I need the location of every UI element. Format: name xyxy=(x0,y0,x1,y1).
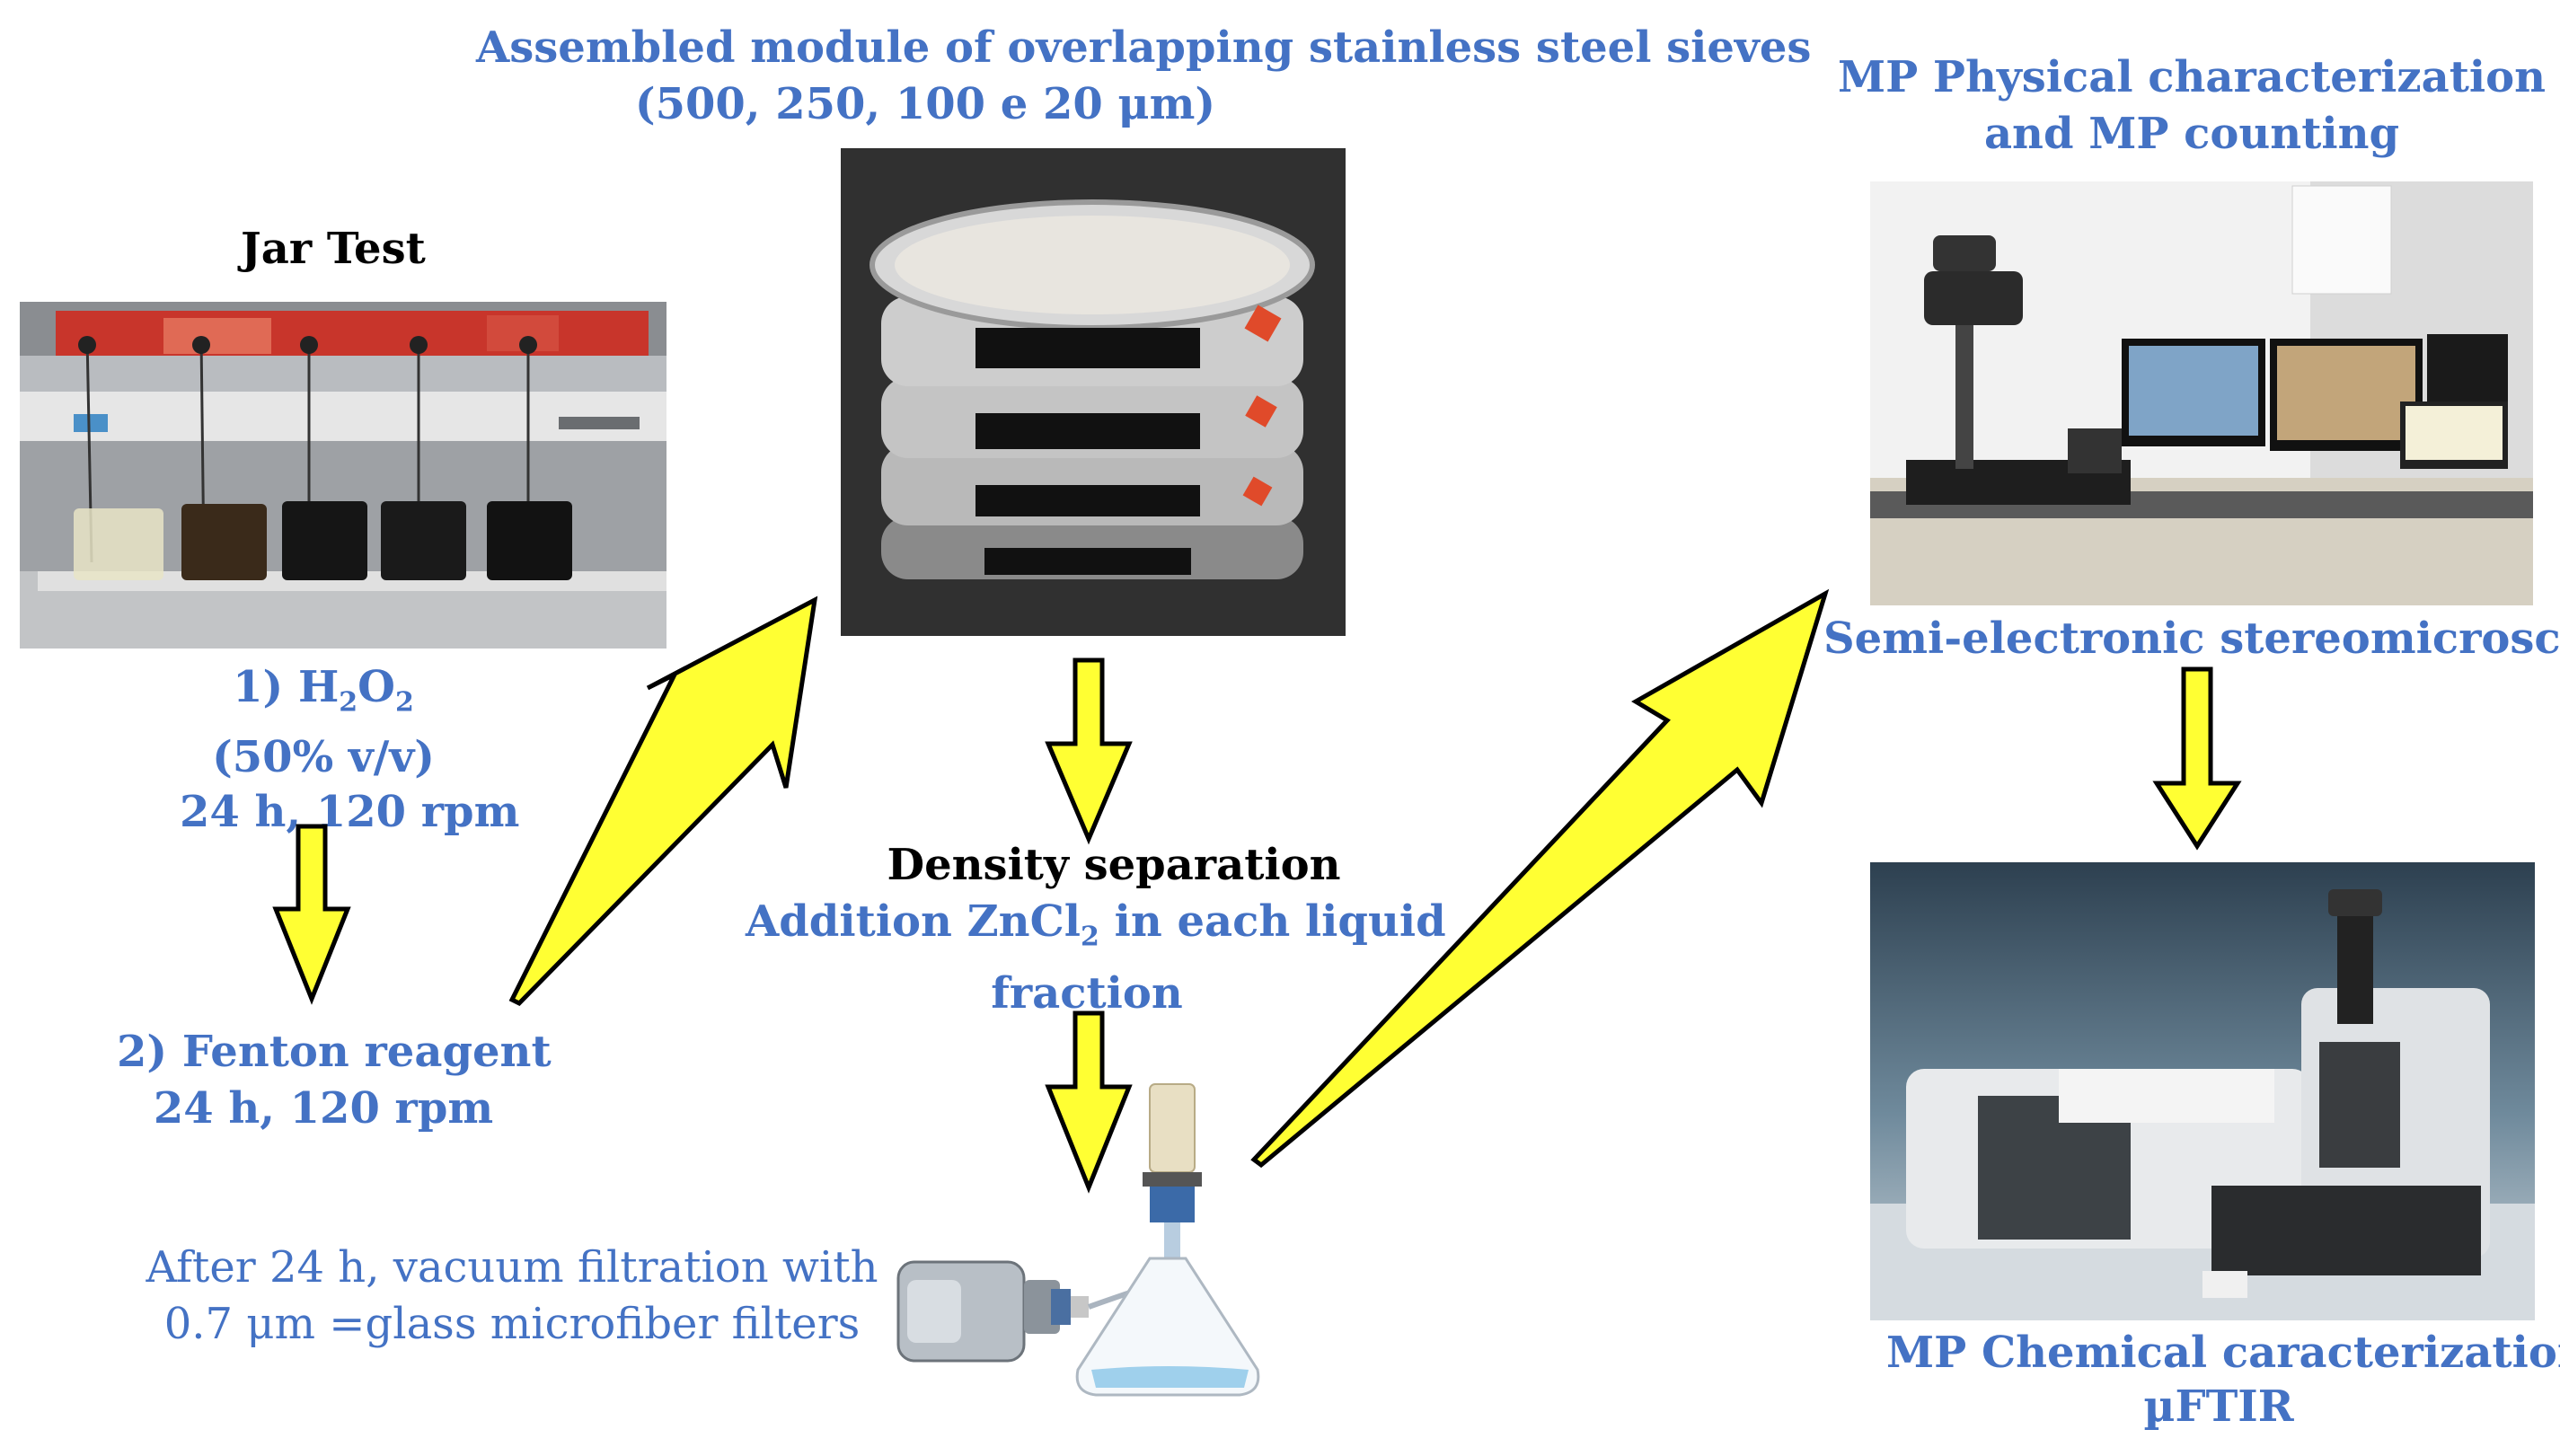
step1-o-text: O xyxy=(358,662,395,712)
step1-h-text: 1) H xyxy=(233,662,340,712)
arrow-diagonal-to-stereomicroscope xyxy=(1250,588,1830,1169)
arrow-diagonal-to-sieves xyxy=(508,596,818,1007)
step1-line2: (50% v/v) xyxy=(212,731,435,782)
step1-line3: 24 h, 120 rpm xyxy=(180,786,520,837)
ftir-illustration xyxy=(1870,862,2535,1320)
mp-physical-line2: and MP counting xyxy=(1983,109,2400,159)
arrow-down-to-ftir xyxy=(2152,666,2242,851)
density-line1: Addition ZnCl2 in each liquid xyxy=(746,894,1446,966)
step1-line1: 1) H2O2 xyxy=(180,660,467,730)
density-sub: 2 xyxy=(1081,921,1099,953)
vacuum-setup-illustration xyxy=(896,1083,1260,1397)
density-label: Addition ZnCl2 in each liquid fraction xyxy=(746,894,1446,1022)
step2-line1: 2) Fenton reagent xyxy=(117,1027,552,1077)
arrow-down-step1-to-step2 xyxy=(272,824,351,1005)
density-title: Density separation xyxy=(887,840,1341,890)
vacuum-pump-illustration xyxy=(880,1073,1276,1406)
filtration-label: After 24 h, vacuum filtration with 0.7 μ… xyxy=(144,1240,880,1353)
jar-test-photo xyxy=(20,302,666,649)
filtration-line1: After 24 h, vacuum filtration with xyxy=(146,1242,878,1293)
mp-physical-label: MP Physical characterization and MP coun… xyxy=(1832,49,2551,163)
step1-label: 1) H2O2 (50% v/v) 24 h, 120 rpm xyxy=(180,660,520,840)
sieves-photo xyxy=(841,148,1346,636)
mp-chemical-line1: MP Chemical caracterization xyxy=(1886,1328,2560,1378)
jar-test-illustration xyxy=(20,302,666,649)
jar-test-title: Jar Test xyxy=(241,224,426,274)
density-line2: fraction xyxy=(991,967,1183,1019)
step2-line2: 24 h, 120 rpm xyxy=(153,1083,494,1134)
step2-label: 2) Fenton reagent 24 h, 120 rpm xyxy=(117,1024,552,1137)
sieves-title-line2: (500, 250, 100 e 20 μm) xyxy=(634,79,1216,129)
mp-chemical-line2: µFTIR xyxy=(2143,1381,2294,1432)
ftir-photo xyxy=(1870,862,2535,1320)
sieves-illustration xyxy=(841,148,1346,636)
mp-chemical-label: MP Chemical caracterization µFTIR xyxy=(1886,1326,2560,1434)
stereomicroscope-label: Semi-electronic stereomicroscope xyxy=(1823,613,2560,664)
stereomicroscope-illustration xyxy=(1870,181,2533,605)
density-prefix: Addition ZnCl xyxy=(746,896,1081,947)
step1-sub1: 2 xyxy=(339,686,358,719)
mp-physical-line1: MP Physical characterization xyxy=(1837,52,2547,102)
stereomicroscope-photo xyxy=(1870,181,2533,605)
arrow-down-sieves-to-density xyxy=(1045,657,1133,845)
step1-sub2: 2 xyxy=(394,686,414,719)
density-suffix: in each liquid xyxy=(1099,896,1446,947)
filtration-line2: 0.7 μm =glass microfiber filters xyxy=(163,1299,861,1349)
arrow-down-density-to-filtration xyxy=(1045,1010,1133,1194)
